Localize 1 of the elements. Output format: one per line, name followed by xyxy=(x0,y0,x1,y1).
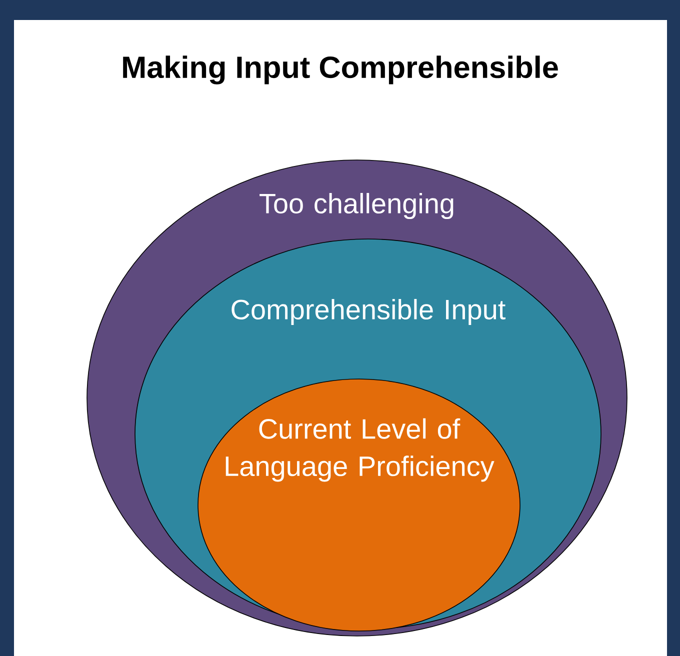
title: Making Input Comprehensible xyxy=(123,56,558,84)
